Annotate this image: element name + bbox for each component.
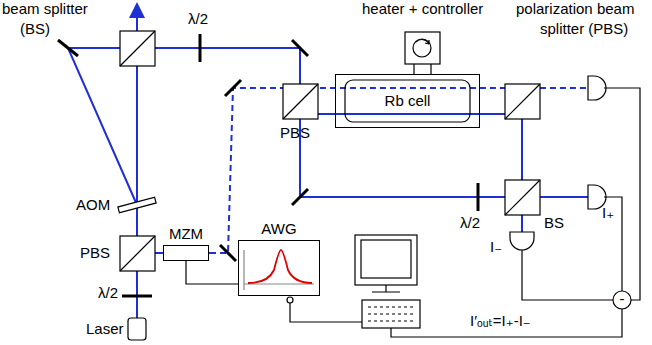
part-label: beam splitter <box>2 0 88 18</box>
part-label: splitter (PBS) <box>540 20 628 38</box>
part-label: PBS <box>80 244 110 262</box>
optics <box>118 31 540 340</box>
detectors <box>510 76 606 250</box>
rb-cell: Rb cell <box>335 74 480 128</box>
part-label: PBS <box>280 124 310 142</box>
electronics <box>244 88 640 337</box>
cell-and-heater <box>345 32 470 122</box>
generator-screen: AWG <box>238 240 320 296</box>
node-text: Rb cell <box>385 92 431 110</box>
part-label: BS <box>544 214 564 232</box>
part-label: I₋ <box>490 238 502 256</box>
node-text: AWG <box>261 220 296 238</box>
laser-beams <box>68 10 588 330</box>
part-label: I′ₒᵤₜ=I₊-I₋ <box>470 312 531 330</box>
part-label: λ/2 <box>460 214 480 232</box>
part-label: I₊ <box>602 204 614 222</box>
signal-wire <box>186 261 238 284</box>
part-label: Laser <box>86 320 124 338</box>
modulator-box: MZM <box>163 245 209 261</box>
part-label: (BS) <box>20 20 50 38</box>
part-label: polarization beam <box>516 0 634 18</box>
part-label: heater + controller <box>362 0 483 18</box>
part-label: - <box>620 290 625 308</box>
node-text: MZM <box>169 225 203 243</box>
part-label: λ/2 <box>188 10 208 28</box>
part-label: AOM <box>76 196 110 214</box>
part-label: λ/2 <box>98 284 118 302</box>
